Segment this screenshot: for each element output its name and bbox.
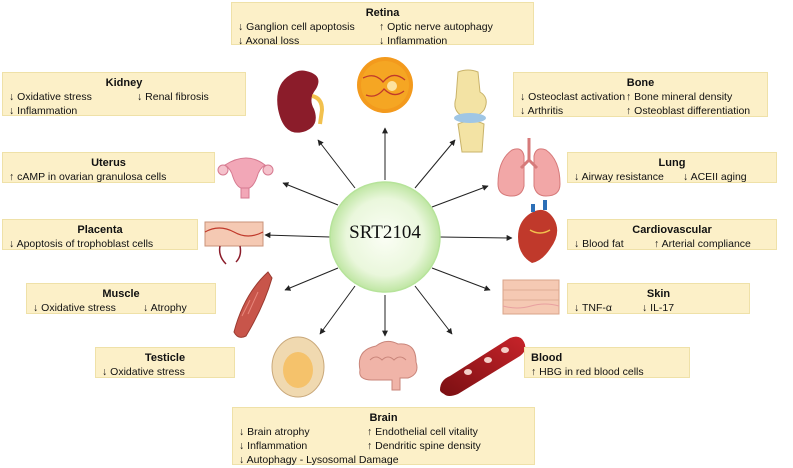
uterus-box: Uterus ↑ cAMP in ovarian granulosa cells xyxy=(2,152,215,183)
skin-box: Skin ↓ TNF-α ↓ IL-17 xyxy=(567,283,750,314)
uterus-title: Uterus xyxy=(91,157,126,169)
brain-illustration xyxy=(358,340,418,391)
brain-effect: ↓ Autophagy - Lysosomal Damage xyxy=(239,454,399,466)
muscle-box: Muscle ↓ Oxidative stress ↓ Atrophy xyxy=(26,283,216,314)
placenta-illustration xyxy=(204,221,264,265)
bone-box: Bone ↓ Osteoclast activation↑ Bone miner… xyxy=(513,72,768,117)
cardiovascular-box: Cardiovascular ↓ Blood fat ↑ Arterial com… xyxy=(567,219,777,250)
brain-effect: ↓ Brain atrophy xyxy=(239,426,310,438)
heart-illustration xyxy=(518,200,558,263)
arrow-uterus xyxy=(282,182,339,206)
bone-effect: ↓ Arthritis xyxy=(520,105,564,117)
bone-illustration xyxy=(454,69,487,153)
arrows xyxy=(264,127,513,337)
retina-title: Retina xyxy=(365,7,400,19)
cardiovascular-title: Cardiovascular xyxy=(632,224,712,236)
muscle-illustration xyxy=(233,271,273,338)
uterus-effect: ↑ cAMP in ovarian granulosa cells xyxy=(9,171,167,183)
blood-title: Blood xyxy=(531,352,563,364)
testicle-box: Testicle ↓ Oxidative stress xyxy=(95,347,235,378)
arrow-bone xyxy=(414,139,456,189)
skin-effect: ↓ IL-17 xyxy=(642,302,675,314)
skin-title: Skin xyxy=(646,288,671,300)
brain-effect: ↑ Dendritic spine density xyxy=(367,440,481,452)
retina-effect: ↓ Inflammation xyxy=(379,35,448,47)
arrow-cardiovascular xyxy=(439,234,513,241)
arrow-skin xyxy=(431,267,491,291)
brain-effect: ↑ Endothelial cell vitality xyxy=(367,426,478,438)
kidney-illustration xyxy=(277,70,325,133)
bone-effect: ↑ Osteoblast differentiation xyxy=(626,105,751,117)
center-label: SRT2104 xyxy=(349,222,421,243)
arrow-placenta xyxy=(264,232,331,239)
lung-title: Lung xyxy=(658,157,686,169)
bone-title: Bone xyxy=(626,77,655,89)
cardiovascular-effect: ↑ Arterial compliance xyxy=(654,238,751,250)
lung-effect: ↓ Airway resistance xyxy=(574,171,664,183)
retina-illustration xyxy=(357,57,413,113)
brain-effect: ↓ Inflammation xyxy=(239,440,308,452)
brain-box: Brain ↓ Brain atrophy ↑ Endothelial cell … xyxy=(232,407,535,466)
arrow-kidney xyxy=(317,139,356,189)
bone-effect: ↓ Osteoclast activation xyxy=(520,91,626,103)
testicle-effect: ↓ Oxidative stress xyxy=(102,366,185,378)
blood-effect: ↑ HBG in red blood cells xyxy=(531,366,644,378)
placenta-title: Placenta xyxy=(77,224,123,236)
retina-effect: ↓ Ganglion cell apoptosis xyxy=(238,21,355,33)
kidney-effect: ↓ Inflammation xyxy=(9,105,78,117)
testicle-title: Testicle xyxy=(144,352,186,364)
placenta-box: Placenta ↓ Apoptosis of trophoblast cell… xyxy=(2,219,198,250)
skin-illustration xyxy=(502,279,560,315)
retina-effect: ↓ Axonal loss xyxy=(238,35,300,47)
muscle-title: Muscle xyxy=(102,288,140,300)
cardiovascular-effect: ↓ Blood fat xyxy=(574,238,624,250)
testicle-illustration xyxy=(271,336,325,398)
arrow-testicle xyxy=(319,285,356,335)
kidney-title: Kidney xyxy=(105,77,143,89)
lung-box: Lung ↓ Airway resistance ↓ ACEII aging xyxy=(567,152,777,183)
retina-box: Retina ↓ Ganglion cell apoptosis ↑ Optic … xyxy=(231,2,534,47)
bone-effect: ↑ Bone mineral density xyxy=(626,91,733,103)
skin-effect: ↓ TNF-α xyxy=(574,302,612,314)
center-circle xyxy=(329,181,441,293)
lung-effect: ↓ ACEII aging xyxy=(683,171,747,183)
retina-effect: ↑ Optic nerve autophagy xyxy=(379,21,493,33)
blood-illustration xyxy=(440,336,526,396)
blood-box: Blood ↑ HBG in red blood cells xyxy=(524,347,690,378)
kidney-effect: ↓ Oxidative stress xyxy=(9,91,92,103)
arrow-muscle xyxy=(284,267,339,291)
kidney-box: Kidney ↓ Oxidative stress ↓ Renal fibrosi… xyxy=(2,72,246,117)
lung-illustration xyxy=(497,138,561,197)
uterus-illustration xyxy=(217,157,274,199)
brain-title: Brain xyxy=(369,412,398,424)
muscle-effect: ↓ Oxidative stress xyxy=(33,302,116,314)
placenta-effect: ↓ Apoptosis of trophoblast cells xyxy=(9,238,154,250)
muscle-effect: ↓ Atrophy xyxy=(143,302,187,314)
arrow-lung xyxy=(431,185,489,208)
arrow-blood xyxy=(414,285,453,335)
kidney-effect: ↓ Renal fibrosis xyxy=(137,91,209,103)
